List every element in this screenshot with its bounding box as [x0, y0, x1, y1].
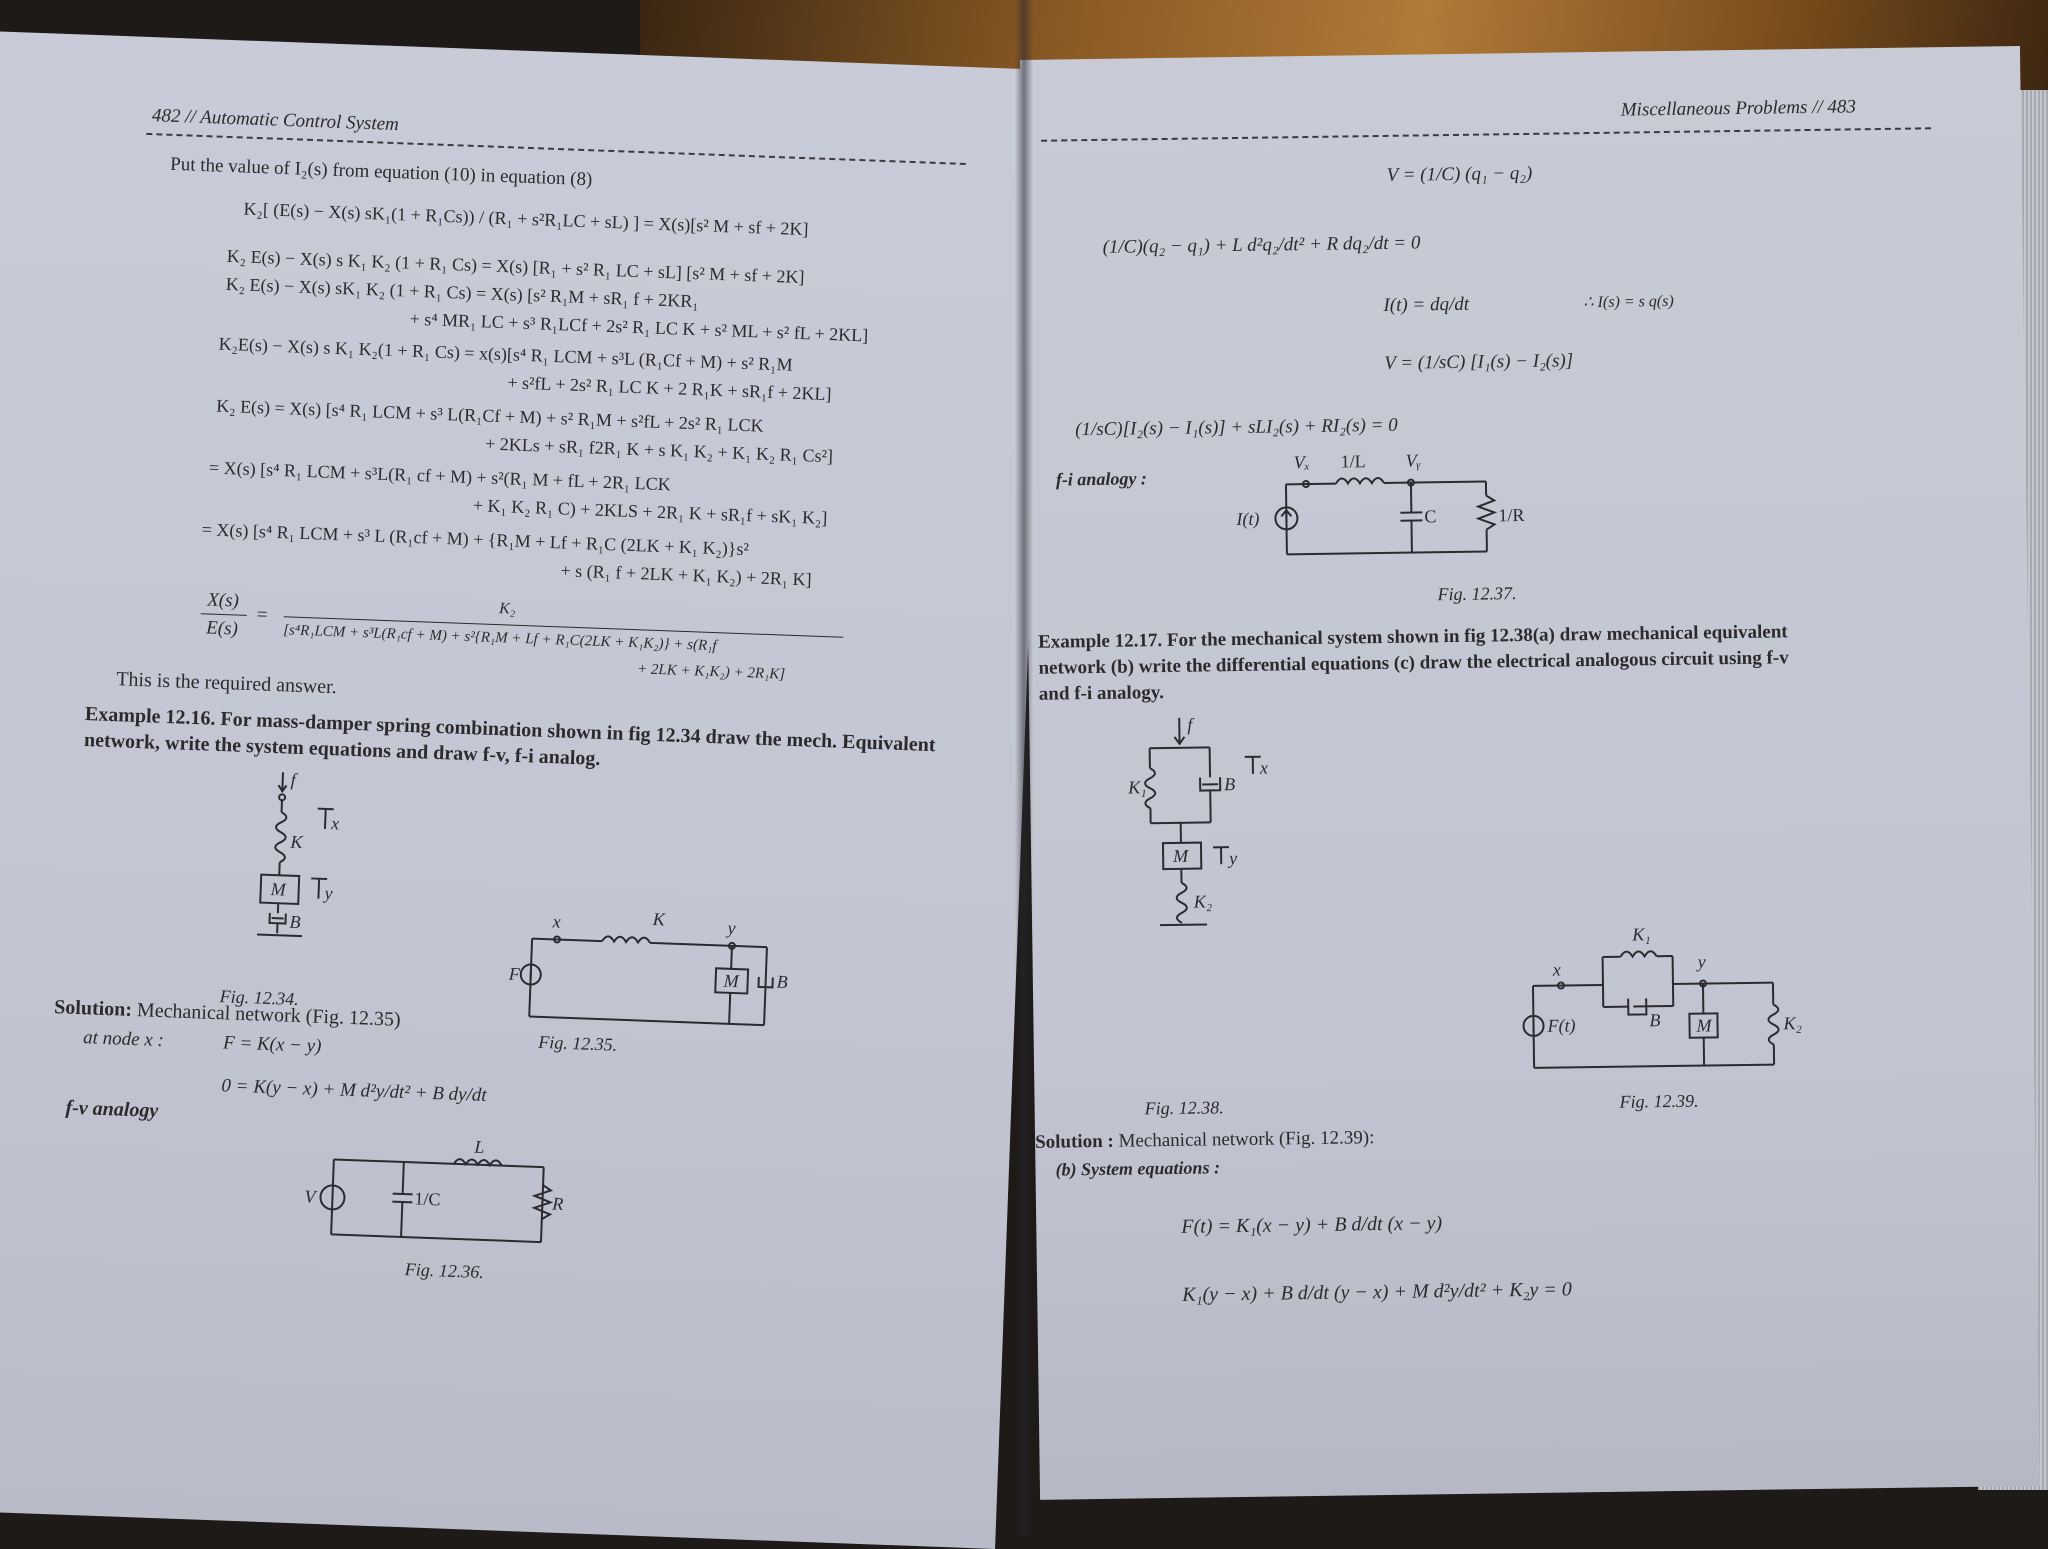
tf-lhs-denominator: E(s): [206, 617, 238, 640]
fig-12-38-caption: Fig. 12.38.: [1145, 1097, 1224, 1119]
equals-sign: =: [256, 604, 268, 626]
example-17-label: Example 12.17.: [1038, 630, 1162, 653]
node-equation-1: F = K(x − y): [223, 1032, 322, 1058]
equation-12: + s (R₁ f + 2LK + K₁ K₂) + 2R₁ K]: [560, 560, 812, 590]
svg-text:F: F: [507, 964, 521, 984]
solution-label: Solution:: [54, 996, 133, 1021]
fig34-b-label: B: [289, 912, 301, 932]
equation-7: K₂ E(s) = X(s) [s⁴ R₁ LCM + s³ L(R₁Cf + …: [216, 396, 764, 437]
left-page-header: 482 // Automatic Control System: [152, 105, 400, 136]
svg-text:K₂: K₂: [1193, 891, 1213, 911]
fi-analogy-label: f-i analogy :: [1056, 468, 1147, 490]
equation-10: + K₁ K₂ R₁ C) + 2KLS + 2R₁ K + sR₁f + sK…: [473, 495, 828, 529]
svg-text:x: x: [1552, 960, 1561, 980]
system-equation-1: F(t) = K₁(x − y) + B d/dt (x − y): [1181, 1212, 1442, 1239]
fig-12-37-caption: Fig. 12.37.: [1437, 583, 1516, 605]
svg-text:y: y: [725, 918, 736, 938]
equation-loop: (1/C)(q₂ − q₁) + L d²q₂/dt² + R dq₂/dt =…: [1102, 232, 1420, 258]
svg-text:f: f: [1187, 715, 1195, 735]
svg-text:C: C: [1424, 506, 1436, 526]
fv-analogy-label: f-v analogy: [65, 1097, 159, 1123]
fig-12-36-diagram: V 1/C L R: [311, 1129, 575, 1258]
tf-numerator: K₂: [499, 600, 516, 619]
system-equation-2: K₁(y − x) + B d/dt (y − x) + M d²y/dt² +…: [1182, 1278, 1572, 1306]
svg-text:Vₓ: Vₓ: [1294, 452, 1310, 472]
svg-text:1/L: 1/L: [1340, 451, 1365, 471]
svg-text:B: B: [1224, 774, 1235, 794]
svg-text:V: V: [304, 1186, 318, 1206]
book-gutter: [1015, 0, 1033, 1536]
header-rule: [1041, 127, 1931, 141]
svg-text:K₁: K₁: [1127, 777, 1147, 797]
right-page-header: Miscellaneous Problems // 483: [1621, 96, 1856, 121]
example-16-label: Example 12.16.: [85, 703, 216, 730]
answer-text: This is the required answer.: [116, 668, 337, 699]
svg-text:Vᵧ: Vᵧ: [1405, 450, 1420, 470]
fig-12-36-caption: Fig. 12.36.: [404, 1259, 484, 1283]
svg-text:F(t): F(t): [1546, 1015, 1575, 1036]
tf-denominator-2: + 2LK + K₁K₂) + 2R₁K]: [637, 661, 786, 683]
fig34-f-label: f: [290, 770, 299, 790]
fig-12-35-caption: Fig. 12.35.: [538, 1032, 618, 1056]
fig-12-39-diagram: K₁ x y B F(t) M K₂: [1512, 924, 1814, 1078]
fig34-k-label: K: [289, 832, 304, 852]
equation-v1: V = (1/C) (q₁ − q₂): [1387, 163, 1533, 187]
example-17-text-1: For the mechanical system shown in fig 1…: [1167, 621, 1788, 651]
example-17-text-3: and f-i analogy.: [1039, 682, 1164, 706]
fig34-x-label: x: [330, 813, 340, 833]
equation-1: K₂[ (E(s) − X(s) sK₁(1 + R₁Cs)) / (R₁ + …: [243, 199, 809, 241]
svg-text:y: y: [1227, 848, 1237, 868]
equation-current: I(t) = dq/dt: [1383, 294, 1469, 317]
svg-text:L: L: [473, 1137, 485, 1157]
equation-v2: V = (1/sC) [I₁(s) − I₂(s)]: [1384, 350, 1573, 375]
tf-denominator-1: [s⁴R₁LCM + s³L(R₁cf + M) + s²{R₁M + Lf +…: [283, 622, 717, 655]
equation-current-note: ∴ I(s) = s q(s): [1583, 291, 1674, 312]
tf-lhs-bar: [201, 613, 247, 616]
fig-12-38-diagram: f K₁ B M K₂ x y: [1109, 711, 1312, 964]
right-page: Miscellaneous Problems // 483 V = (1/C) …: [1020, 46, 2040, 1500]
fig-12-37-diagram: Vₓ 1/L Vᵧ I(t) C 1/R: [1266, 450, 1568, 574]
svg-text:y: y: [1696, 952, 1706, 972]
system-equations-label: (b) System equations :: [1055, 1157, 1220, 1180]
fig34-m-label: M: [269, 879, 287, 900]
fig34-y-label: y: [322, 883, 333, 903]
tf-lhs-numerator: X(s): [207, 589, 239, 612]
equation-9: = X(s) [s⁴ R₁ LCM + s³L(R₁ cf + M) + s²(…: [209, 457, 671, 495]
svg-text:R: R: [551, 1193, 564, 1213]
svg-text:1/R: 1/R: [1498, 505, 1524, 525]
solution-17-text: Mechanical network (Fig. 12.39):: [1118, 1127, 1374, 1152]
node-label: at node x :: [83, 1027, 164, 1052]
svg-text:1/C: 1/C: [414, 1188, 441, 1209]
svg-text:x: x: [551, 911, 561, 931]
svg-text:B: B: [1649, 1010, 1660, 1030]
equation-6: + s²fL + 2s² R₁ LC K + 2 R₁K + sR₁f + 2K…: [507, 372, 832, 405]
intro-text: Put the value of I₂(s) from equation (10…: [170, 154, 593, 191]
solution-text: Mechanical network (Fig. 12.35): [137, 999, 401, 1031]
fig-12-35-diagram: x K y F M B: [509, 906, 813, 1037]
svg-text:K₁: K₁: [1631, 924, 1651, 944]
equation-11: = X(s) [s⁴ R₁ LCM + s³ L (R₁cf + M) + {R…: [201, 519, 749, 560]
solution-17-label: Solution :: [1035, 1131, 1114, 1153]
svg-text:K₂: K₂: [1782, 1013, 1802, 1033]
fig-12-34-diagram: f K M B x y: [246, 766, 373, 970]
svg-text:I(t): I(t): [1235, 509, 1259, 530]
svg-text:M: M: [722, 971, 740, 992]
left-page: 482 // Automatic Control System Put the …: [0, 30, 1049, 1549]
svg-text:M: M: [1172, 846, 1189, 866]
svg-text:B: B: [776, 972, 788, 992]
node-equation-2: 0 = K(y − x) + M d²y/dt² + B dy/dt: [221, 1075, 487, 1107]
equation-8: + 2KLs + sR₁ f2R₁ K + s K₁ K₂ + K₁ K₂ R₁…: [485, 434, 833, 468]
equation-4: + s⁴ MR₁ LC + s³ R₁LCf + 2s² R₁ LC K + s…: [409, 309, 868, 347]
equation-loop-s: (1/sC)[I₂(s) − I₁(s)] + sLI₂(s) + RI₂(s)…: [1075, 415, 1398, 442]
svg-text:K: K: [652, 909, 667, 929]
svg-text:M: M: [1695, 1015, 1712, 1035]
fig-12-39-caption: Fig. 12.39.: [1619, 1091, 1698, 1113]
svg-text:x: x: [1259, 758, 1268, 778]
